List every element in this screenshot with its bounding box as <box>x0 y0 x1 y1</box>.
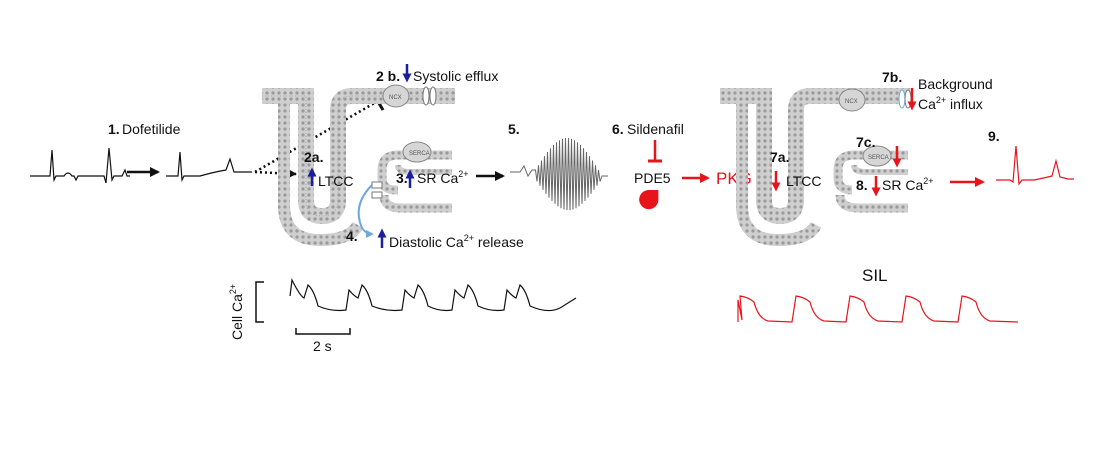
step-5-number: 5. <box>508 121 520 137</box>
left-cell-membrane <box>262 88 455 247</box>
svg-text:Ca2+ influx: Ca2+ influx <box>918 95 983 112</box>
dofetilide-ca-trace <box>289 277 577 312</box>
ca-influx-label: Ca <box>918 96 936 112</box>
right-sr-membrane <box>833 150 908 213</box>
background-label: Background <box>918 76 993 92</box>
influx-tail: influx <box>946 96 983 112</box>
diastolic-ca-sup: 2+ <box>464 233 474 243</box>
restored-ecg-trace <box>996 145 1074 186</box>
step-7b-number: 7b. <box>882 69 902 85</box>
svg-text:Diastolic Ca2+ release: Diastolic Ca2+ release <box>389 233 524 250</box>
step-7a-number: 7a. <box>770 149 789 165</box>
right-cell-membrane <box>720 88 910 247</box>
diastolic-leak-curve-arrow <box>357 184 374 238</box>
right-serca-pump: SERCA <box>862 145 892 167</box>
diastolic-release-label: Diastolic Ca <box>389 234 464 250</box>
left-ryr-channel <box>371 181 383 199</box>
time-scale-bar <box>295 328 351 335</box>
left-serca-pump: SERCA <box>402 141 432 163</box>
ca-amplitude-scale-bracket <box>255 281 264 323</box>
dotted-arrow-to-ltcc <box>254 169 297 178</box>
step-8-number: 8. <box>856 177 868 193</box>
dotted-arrow-to-ncx <box>254 99 379 174</box>
diastolic-release-tail: release <box>474 234 524 250</box>
pde5-label: PDE5 <box>634 170 671 186</box>
ncx-label-right: NCX <box>845 99 858 105</box>
prolonged-qt-ecg-trace <box>166 151 252 183</box>
step-9-number: 9. <box>988 128 1000 144</box>
sr-ca-label-right: SR Ca <box>882 177 923 193</box>
cell-ca-sup: 2+ <box>228 284 238 294</box>
dofetilide-label: Dofetilide <box>122 121 181 137</box>
sildenafil-label: Sildenafil <box>627 121 684 137</box>
sr-ca-label: SR Ca <box>417 170 458 186</box>
step-4-number: 4. <box>346 228 358 244</box>
baseline-ecg-trace <box>30 147 130 184</box>
ltcc-label-right: LTCC <box>786 173 822 189</box>
serca-label-right: SERCA <box>868 155 889 161</box>
step-2b-number: 2 b. <box>376 68 400 84</box>
ltcc-label: LTCC <box>318 173 354 189</box>
serca-label: SERCA <box>409 151 430 157</box>
svg-text:Cell Ca2+: Cell Ca2+ <box>228 284 245 340</box>
ncx-label: NCX <box>389 95 402 101</box>
time-scale-label: 2 s <box>313 338 332 354</box>
step-3-number: 3. <box>396 170 408 186</box>
pde5-blocked-icon <box>639 190 659 210</box>
step-7c-number: 7c. <box>856 134 875 150</box>
systolic-efflux-label: Systolic efflux <box>413 68 498 84</box>
sr-ca-sup: 2+ <box>458 169 468 179</box>
sr-ca-sup-right: 2+ <box>923 176 933 186</box>
step-1-number: 1. <box>108 121 120 137</box>
left-ncx-transporter: NCX <box>382 84 437 108</box>
sil-label: SIL <box>862 266 888 285</box>
torsades-ecg-trace <box>510 138 608 211</box>
step-2a-number: 2a. <box>304 149 323 165</box>
svg-text:SR Ca2+: SR Ca2+ <box>417 169 469 186</box>
sildenafil-ca-trace <box>737 295 1019 323</box>
right-ncx-transporter: NCX <box>838 88 912 112</box>
step-6-number: 6. <box>612 121 624 137</box>
svg-text:SR Ca2+: SR Ca2+ <box>882 176 934 193</box>
cell-ca-label: Cell Ca <box>229 294 245 340</box>
ca-influx-sup: 2+ <box>936 95 946 105</box>
